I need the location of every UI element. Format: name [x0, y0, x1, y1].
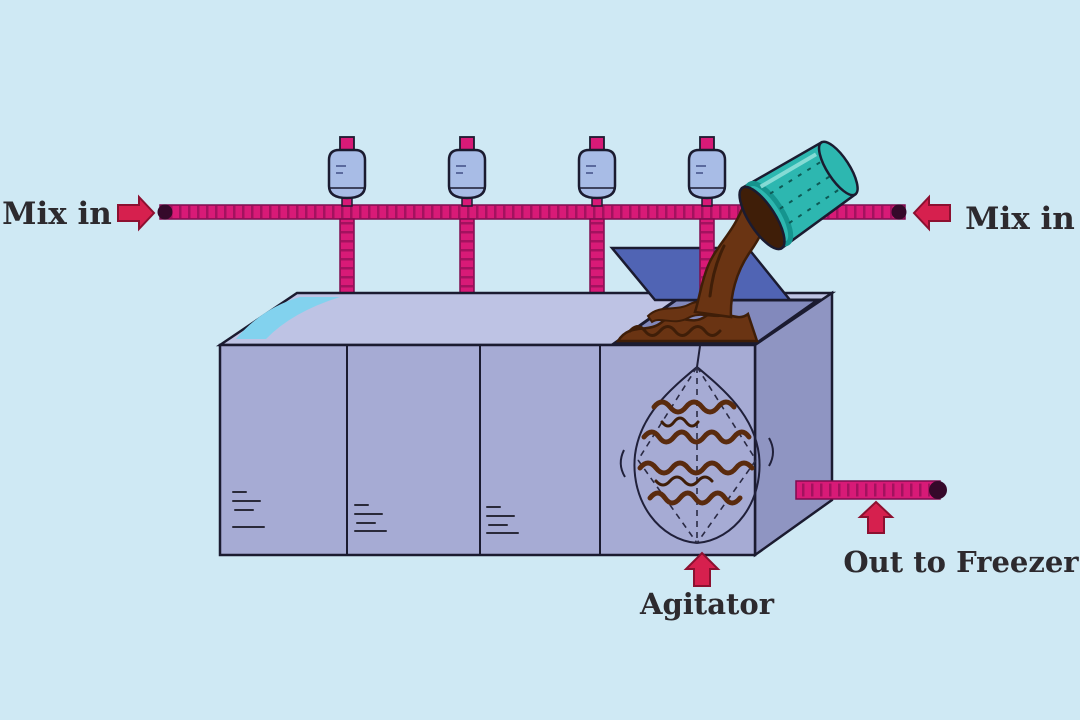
agitator-label: Agitator	[639, 587, 775, 621]
mix-in-right-label: Mix in	[965, 201, 1075, 237]
mix-pipe-cap-right	[891, 204, 907, 220]
mix-in-right-arrow-icon	[912, 194, 951, 232]
panel-markings-3	[486, 506, 519, 534]
valve-bottles	[327, 136, 727, 207]
whisk-chocolate-wave-4	[647, 490, 743, 506]
feed-pipe-1	[339, 218, 355, 304]
panel-markings-2	[354, 504, 387, 532]
mix-pipe-cap-left	[157, 204, 173, 220]
freezer-arrow-icon	[857, 500, 895, 534]
valve-bottle-2	[447, 136, 487, 207]
agitator-arrow-icon	[683, 551, 721, 587]
feed-pipes	[339, 218, 605, 304]
whisk-chocolate-wave-2	[641, 429, 752, 445]
bucket-mouth	[738, 185, 786, 251]
whisk-chocolate-wave-1	[651, 399, 737, 415]
agitator-whisk	[619, 345, 774, 545]
mix-in-left-label: Mix in	[2, 196, 112, 232]
stream-detail	[708, 244, 726, 298]
bucket-base	[817, 140, 859, 197]
outlet-pipe-cap	[929, 481, 947, 499]
feed-pipe-2	[459, 218, 475, 304]
valve-bottle-3	[577, 136, 617, 207]
valve-bottle-4	[687, 136, 727, 207]
machine-top-shine	[236, 297, 340, 339]
pour-bucket	[738, 140, 859, 251]
machine-front-face	[218, 343, 757, 557]
out-to-freezer-label: Out to Freezer	[843, 545, 1079, 579]
panel-markings-1	[232, 491, 265, 528]
outlet-pipe-body	[795, 480, 941, 500]
feed-pipe-3	[589, 218, 605, 304]
outlet-pipe	[795, 480, 947, 500]
mix-in-left-arrow-icon	[117, 194, 156, 232]
whisk-chocolate-wave-3	[637, 460, 755, 476]
valve-bottle-1	[327, 136, 367, 207]
